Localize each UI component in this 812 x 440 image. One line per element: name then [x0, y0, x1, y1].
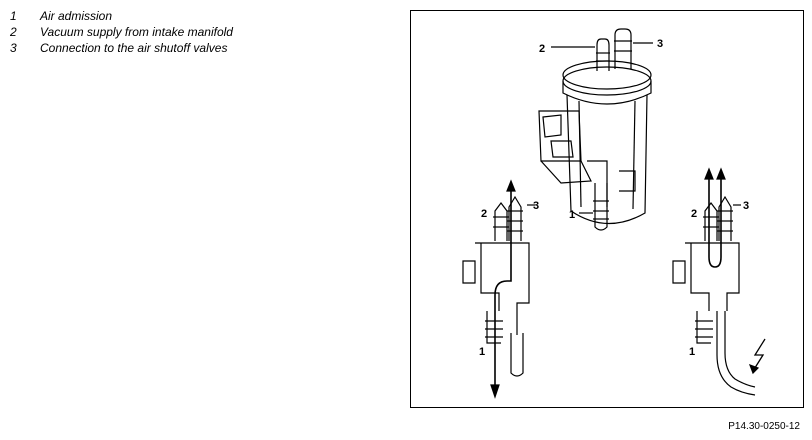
- legend-text: Air admission: [40, 9, 113, 23]
- legend-text: Connection to the air shutoff valves: [40, 41, 228, 55]
- valve-section-left: [462, 179, 535, 399]
- legend: 1 Air admission 2 Vacuum supply from int…: [10, 8, 233, 56]
- callout-left-3: 3: [533, 200, 539, 212]
- legend-item: 2 Vacuum supply from intake manifold: [10, 24, 233, 40]
- callout-top-3: 3: [657, 38, 663, 50]
- legend-number: 2: [10, 25, 17, 39]
- callout-left-2: 2: [481, 208, 487, 220]
- valve-perspective-view: [538, 28, 653, 231]
- valve-section-right: [672, 167, 766, 396]
- figure-reference-code: P14.30-0250-12: [728, 421, 800, 432]
- callout-right-2: 2: [691, 208, 697, 220]
- legend-text: Vacuum supply from intake manifold: [40, 25, 233, 39]
- legend-item: 3 Connection to the air shutoff valves: [10, 40, 233, 56]
- callout-left-1: 1: [479, 346, 485, 358]
- callout-right-1: 1: [689, 346, 695, 358]
- technical-illustration-frame: 2 3 1: [410, 10, 804, 408]
- legend-number: 3: [10, 41, 17, 55]
- legend-item: 1 Air admission: [10, 8, 233, 24]
- valve-illustration: 2 3 1: [462, 28, 766, 399]
- callout-top-2: 2: [539, 43, 545, 55]
- callout-top-1: 1: [569, 209, 575, 221]
- legend-number: 1: [10, 9, 17, 23]
- callout-right-3: 3: [743, 200, 749, 212]
